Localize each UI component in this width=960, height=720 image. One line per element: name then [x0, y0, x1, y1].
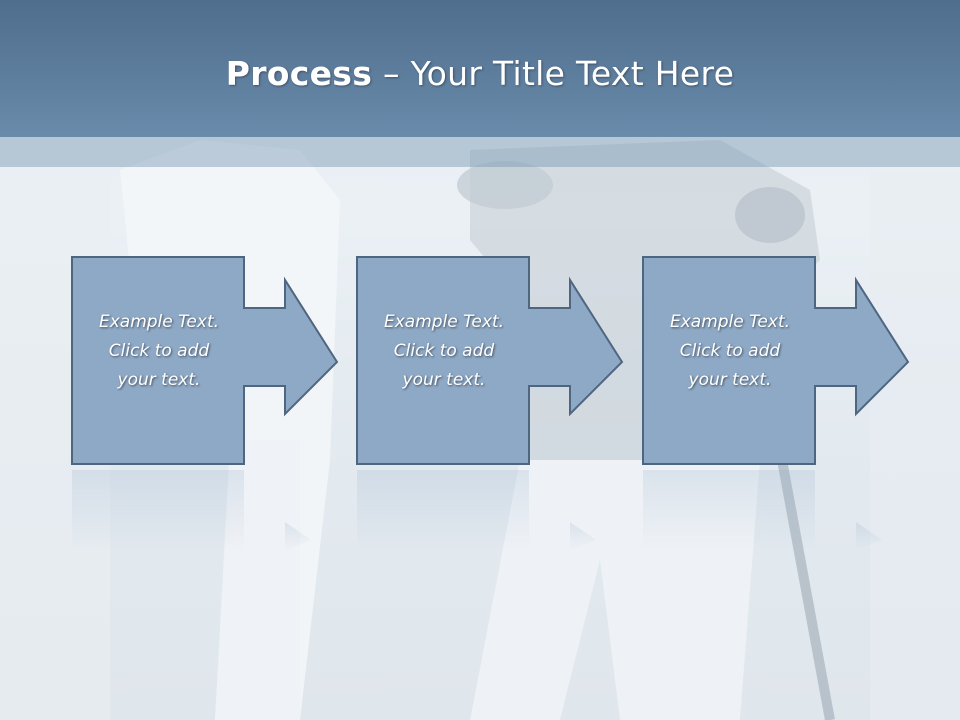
title-bar [0, 0, 960, 137]
slide-title[interactable]: Process – Your Title Text Here [0, 54, 960, 93]
arrow-box-shape [356, 256, 624, 465]
process-step-1[interactable]: Example Text. Click to add your text. [71, 256, 341, 468]
step-reflection-2 [357, 470, 596, 550]
arrow-box-shape [642, 256, 910, 465]
process-step-2[interactable]: Example Text. Click to add your text. [356, 256, 626, 468]
title-bold: Process [225, 54, 373, 93]
title-bar-strip [0, 137, 960, 167]
process-step-3[interactable]: Example Text. Click to add your text. [642, 256, 912, 468]
title-separator: – [372, 54, 411, 93]
title-text: Your Title Text Here [410, 54, 735, 93]
arrow-box-shape [71, 256, 339, 465]
step-text[interactable]: Example Text. Click to add your text. [383, 312, 505, 390]
step-reflection-3 [643, 470, 882, 550]
step-text[interactable]: Example Text. Click to add your text. [669, 312, 791, 390]
step-reflection-1 [72, 470, 311, 550]
step-text[interactable]: Example Text. Click to add your text. [98, 312, 220, 390]
